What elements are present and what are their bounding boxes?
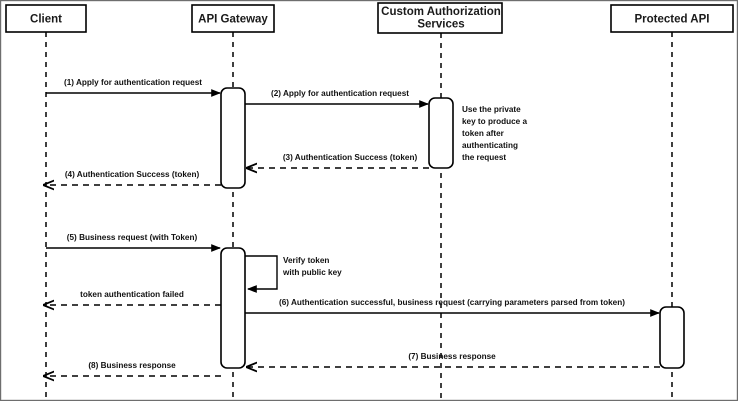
participant-api-gateway-label: API Gateway (198, 14, 268, 26)
self-message-label-line1: Verify token (283, 256, 329, 265)
message-3[interactable]: (3) Authentication Success (token) (247, 153, 429, 168)
activation-bars (220, 87, 685, 369)
message-7-label: (7) Business response (408, 352, 496, 361)
message-1[interactable]: (1) Apply for authentication request (46, 78, 221, 97)
participant-custom-auth[interactable]: Custom Authorization Services (377, 2, 503, 34)
participant-protected-api[interactable]: Protected API (610, 4, 734, 33)
participant-headers: Client API Gateway Custom Authorization … (5, 2, 734, 34)
note-private-key-line-3: token after (462, 129, 505, 138)
message-8[interactable]: (8) Business response (44, 361, 221, 376)
activation-gateway-auth (220, 87, 246, 189)
message-token-auth-failed[interactable]: token authentication failed (44, 290, 221, 305)
note-private-key-line-1: Use the private (462, 105, 521, 114)
participant-client[interactable]: Client (5, 4, 87, 33)
message-4[interactable]: (4) Authentication Success (token) (44, 170, 221, 185)
self-message-verify-token[interactable]: Verify token with public key (245, 255, 342, 293)
activation-protected-api (659, 306, 685, 369)
participant-api-gateway[interactable]: API Gateway (191, 4, 275, 33)
note-private-key-line-2: key to produce a (462, 117, 528, 126)
note-private-key: Use the private key to produce a token a… (462, 105, 528, 162)
message-1-label: (1) Apply for authentication request (64, 78, 202, 87)
message-token-auth-failed-label: token authentication failed (80, 290, 184, 299)
message-7[interactable]: (7) Business response (247, 352, 660, 367)
self-message-label-line2: with public key (282, 268, 342, 277)
message-6-label: (6) Authentication successful, business … (279, 298, 625, 307)
message-3-label: (3) Authentication Success (token) (283, 153, 418, 162)
activation-gateway-business (220, 247, 246, 369)
note-private-key-line-4: authenticating (462, 141, 518, 150)
message-6[interactable]: (6) Authentication successful, business … (245, 298, 660, 317)
message-2-label: (2) Apply for authentication request (271, 89, 409, 98)
message-8-label: (8) Business response (88, 361, 176, 370)
participant-protected-api-label: Protected API (635, 14, 710, 26)
self-message-path (245, 255, 278, 293)
message-5-label: (5) Business request (with Token) (67, 233, 198, 242)
participant-custom-auth-label-line2: Services (417, 19, 464, 31)
message-5[interactable]: (5) Business request (with Token) (46, 233, 221, 252)
participant-custom-auth-label-line1: Custom Authorization (381, 6, 501, 18)
activation-custom-auth (428, 97, 454, 169)
participant-client-label: Client (30, 14, 62, 26)
note-private-key-line-5: the request (462, 153, 506, 162)
message-2[interactable]: (2) Apply for authentication request (245, 89, 429, 108)
message-4-label: (4) Authentication Success (token) (65, 170, 200, 179)
